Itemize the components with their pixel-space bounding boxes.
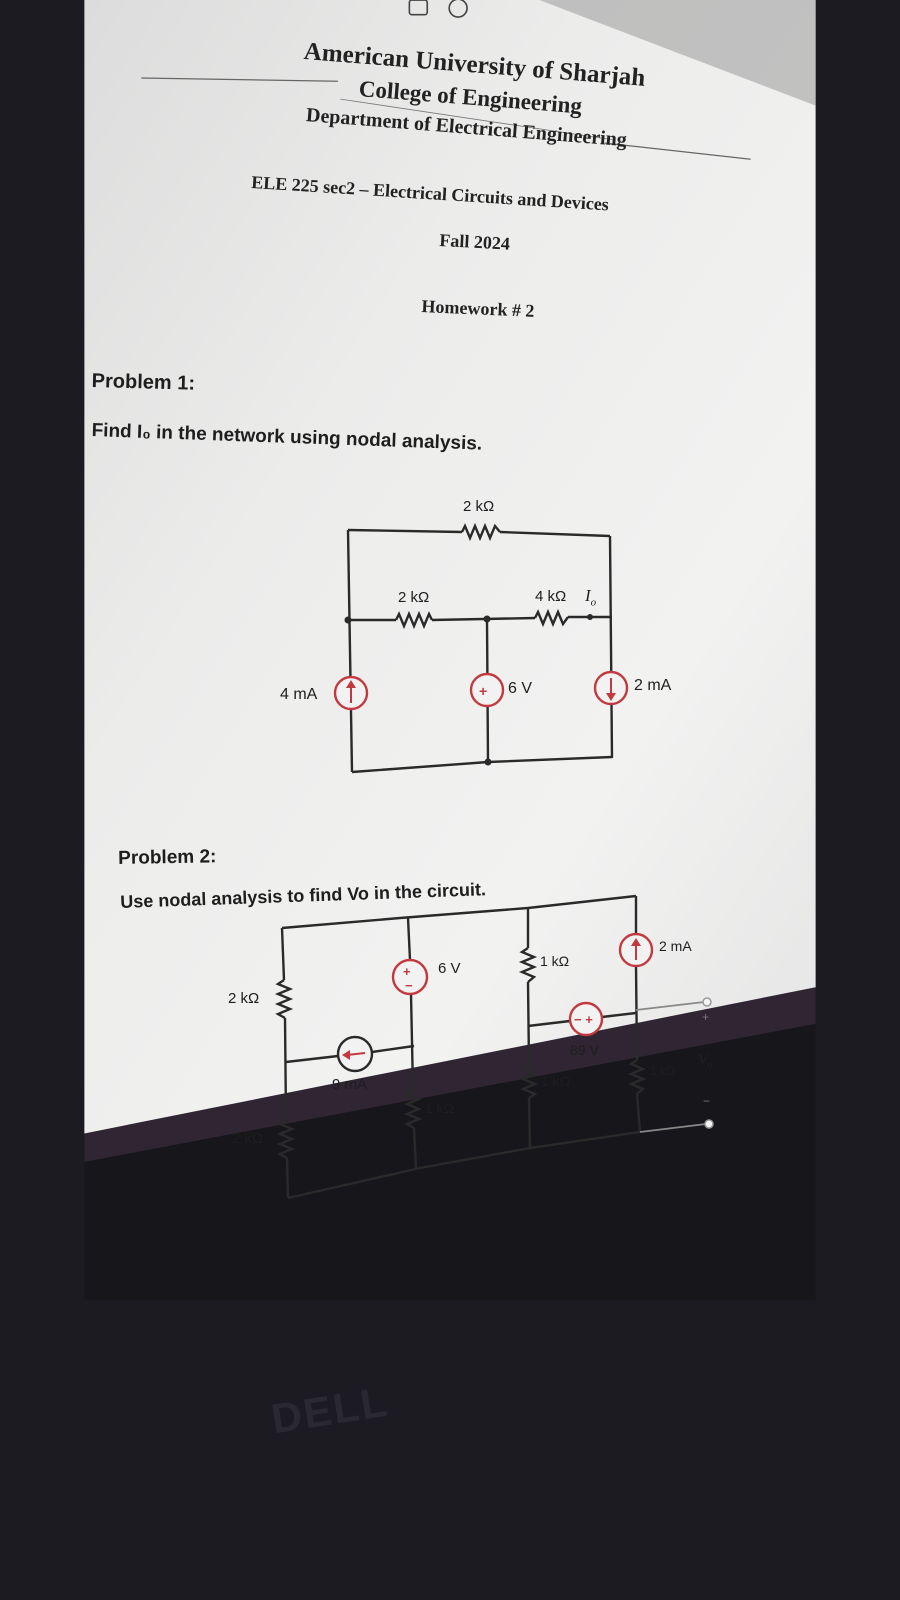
p2-src-89v-label: 89 V bbox=[570, 1042, 599, 1058]
p2-r-left-bot-label: 2 kΩ bbox=[232, 1130, 264, 1147]
voltage-source-89v: − + bbox=[568, 1001, 604, 1037]
voltage-source-6v: + bbox=[469, 672, 505, 708]
p2-vo-label: Vo bbox=[698, 1052, 713, 1071]
p1-src-mid-label: 6 V bbox=[508, 680, 533, 697]
svg-text:−: − bbox=[405, 978, 413, 993]
current-source-9ma bbox=[336, 1035, 374, 1073]
p2-src-9ma-label: 9 mA bbox=[332, 1076, 368, 1093]
p1-r-top-label: 2 kΩ bbox=[463, 498, 495, 515]
p2-r-mid-label: 1 kΩ bbox=[425, 1100, 455, 1116]
p2-src-6v-label: 6 V bbox=[438, 960, 461, 977]
toolbar-rotate-icon[interactable] bbox=[448, 0, 468, 18]
p2-r-out-label: 1 kΩ bbox=[650, 1064, 675, 1078]
p2-minus-terminal: − bbox=[703, 1094, 711, 1108]
p2-r-right-top-label: 1 kΩ bbox=[540, 953, 570, 969]
current-source-2ma-p2 bbox=[618, 932, 654, 968]
svg-text:+: + bbox=[479, 683, 487, 699]
p2-plus-terminal: + bbox=[702, 1010, 710, 1024]
current-source-2ma bbox=[593, 670, 629, 706]
voltage-source-6v-p2: + − bbox=[391, 958, 429, 996]
p2-src-2ma-label: 2 mA bbox=[659, 938, 692, 954]
current-source-4ma bbox=[333, 675, 369, 711]
p2-r-left-top-label: 2 kΩ bbox=[228, 990, 260, 1007]
p2-r-right-bot-label: 1 kΩ bbox=[541, 1073, 571, 1089]
p1-r-right-label: 4 kΩ bbox=[535, 588, 567, 605]
toolbar-square-icon[interactable] bbox=[408, 0, 429, 16]
document-page bbox=[84, 0, 816, 1162]
p1-r-left-label: 2 kΩ bbox=[398, 589, 430, 606]
p1-io-label: Io bbox=[585, 586, 597, 609]
p1-src-right-label: 2 mA bbox=[634, 677, 672, 694]
p1-src-left-label: 4 mA bbox=[280, 686, 318, 703]
svg-text:+: + bbox=[403, 964, 411, 979]
svg-text:− +: − + bbox=[574, 1012, 593, 1027]
